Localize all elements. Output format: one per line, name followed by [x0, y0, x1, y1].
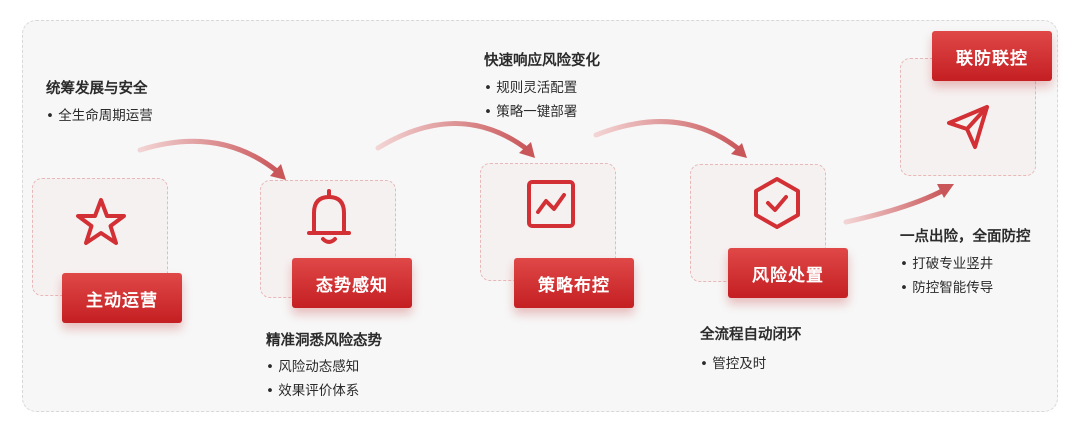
- flow-arrow-3: [593, 119, 743, 153]
- stage-bullets-1: 全生命周期运营: [46, 104, 153, 128]
- stage-bullet: 防控智能传导: [900, 276, 993, 300]
- stage-bullet: 管控及时: [700, 352, 766, 376]
- bell-icon: [307, 189, 351, 244]
- stage-bullet: 全生命周期运营: [46, 104, 153, 128]
- stage-label-2: 态势感知: [292, 258, 412, 308]
- stage-bullets-2: 风险动态感知 效果评价体系: [266, 355, 359, 403]
- stage-bullets-4: 管控及时: [700, 352, 766, 376]
- line-chart-icon: [527, 180, 575, 228]
- stage-bullet: 规则灵活配置: [484, 76, 577, 100]
- stage-label-3: 策略布控: [514, 258, 634, 308]
- paper-plane-icon: [947, 105, 989, 149]
- flow-arrow-2: [375, 121, 531, 153]
- star-icon: [76, 198, 126, 245]
- flow-arrow-1-head: [270, 164, 286, 180]
- flow-arrow-2-head: [519, 142, 535, 158]
- stage-heading-3: 快速响应风险变化: [484, 53, 600, 69]
- stage-label-5: 联防联控: [932, 31, 1052, 81]
- stage-bullets-5: 打破专业竖井 防控智能传导: [900, 252, 993, 300]
- flow-arrow-3-head: [731, 143, 747, 158]
- stage-bullet: 打破专业竖井: [900, 252, 993, 276]
- stage-bullet: 风险动态感知: [266, 355, 359, 379]
- stage-label-1: 主动运营: [62, 273, 182, 323]
- stage-heading-2: 精准洞悉风险态势: [266, 333, 382, 349]
- stage-bullets-3: 规则灵活配置 策略一键部署: [484, 76, 577, 124]
- hexagon-check-icon: [754, 177, 800, 229]
- flow-arrow-4: [843, 187, 947, 225]
- stage-bullet: 效果评价体系: [266, 379, 359, 403]
- stage-label-4: 风险处置: [728, 248, 848, 298]
- stage-bullet: 策略一键部署: [484, 100, 577, 124]
- stage-heading-1: 统筹发展与安全: [46, 81, 148, 97]
- flow-arrow-1: [137, 138, 281, 175]
- flow-arrow-4-head: [937, 184, 954, 198]
- stage-heading-5: 一点出险，全面防控: [900, 229, 1031, 245]
- stage-heading-4: 全流程自动闭环: [700, 327, 802, 343]
